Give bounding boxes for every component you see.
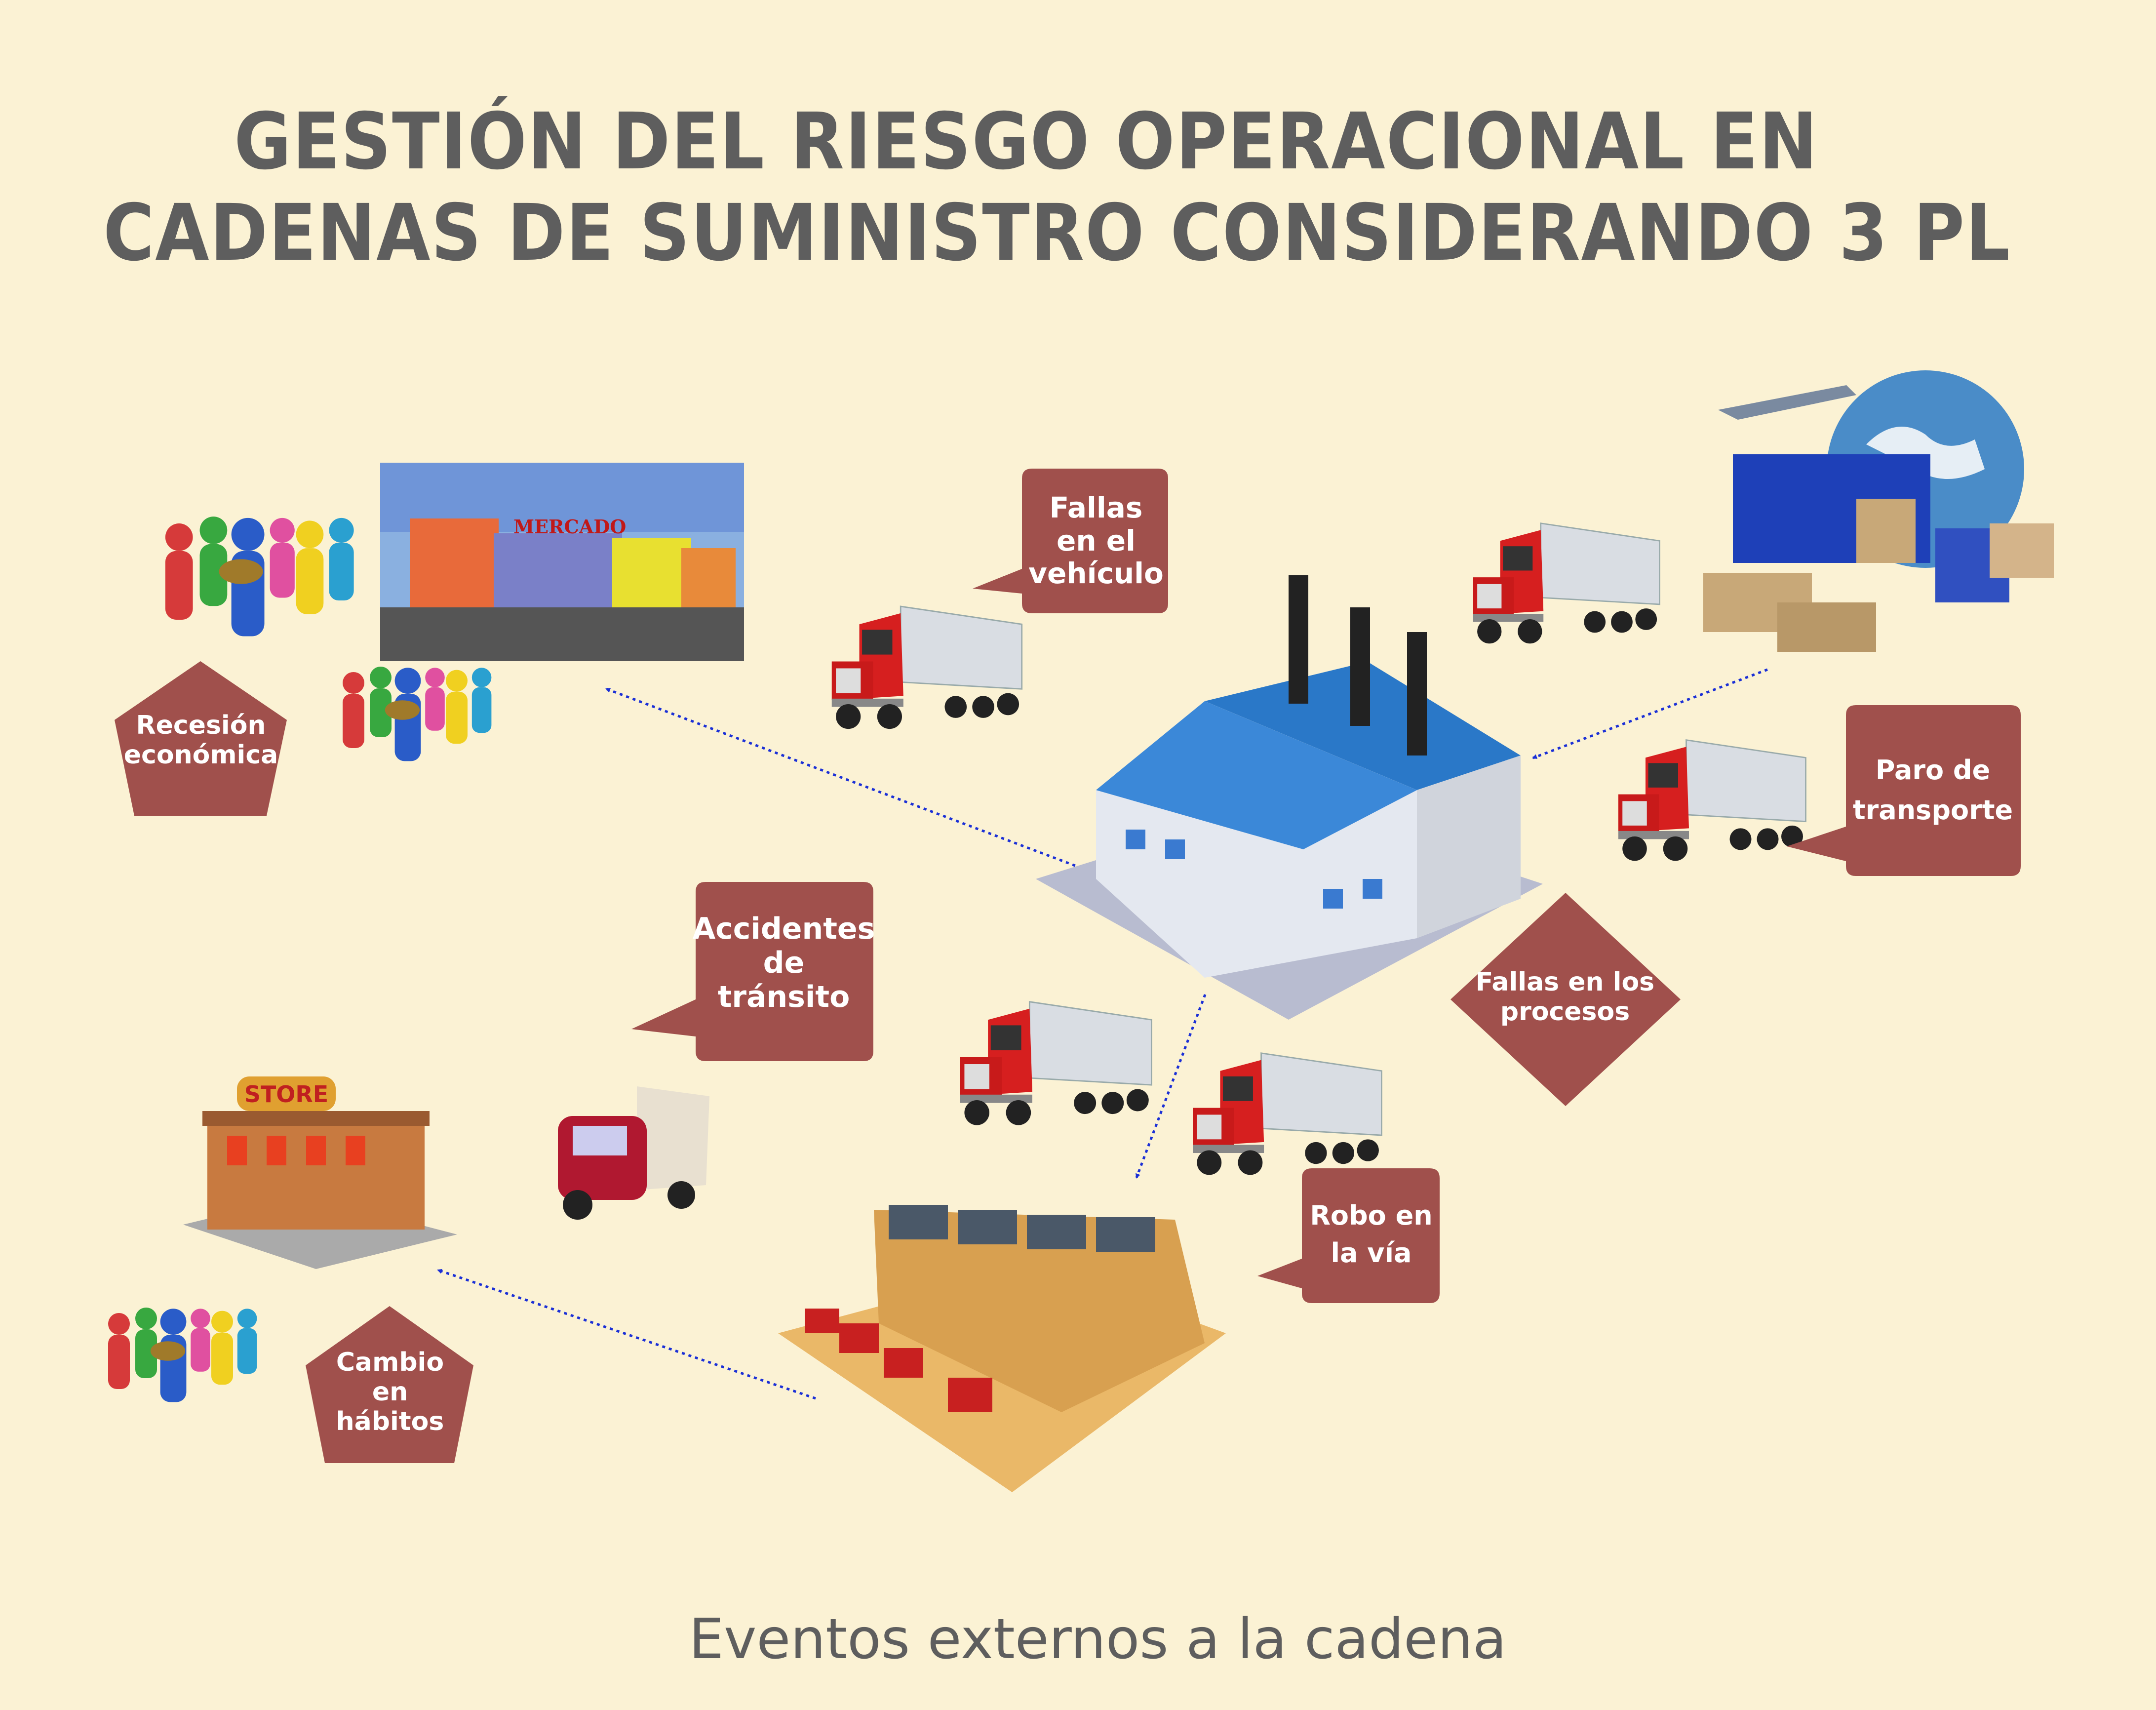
truck-icon	[1193, 1052, 1382, 1176]
mercado-image: MERCADO	[380, 463, 744, 661]
store-sign: STORE	[244, 1081, 328, 1108]
title-line-2: CADENAS DE SUMINISTRO CONSIDERANDO 3 PL	[103, 188, 2011, 278]
fallas-vehiculo-label: Fallas en el vehículo	[1028, 490, 1164, 591]
arrow-supplier-to-factory	[1532, 668, 1768, 759]
robo-callout	[1257, 1168, 1440, 1303]
paro-transporte-callout	[1787, 705, 2021, 876]
recesion-label: Recesión económica	[123, 711, 278, 770]
title-line-1: GESTIÓN DEL RIESGO OPERACIONAL EN	[234, 96, 1818, 187]
accidentes-callout	[631, 882, 873, 1061]
fallas-vehiculo-callout	[973, 469, 1168, 613]
fallas-procesos-diamond	[1450, 893, 1681, 1106]
fallas-procesos-label: Fallas en los procesos	[1475, 967, 1655, 1027]
truck-icon	[1472, 522, 1661, 644]
arrow-factory-to-mercado	[605, 687, 1089, 872]
recesion-pentagon	[115, 661, 287, 816]
store-image: STORE	[183, 1076, 457, 1269]
truck-icon	[831, 605, 1023, 730]
mercado-sign: MERCADO	[513, 516, 626, 538]
customers-group-3	[108, 1308, 257, 1402]
flow-arrows	[437, 668, 1768, 1400]
factory-image	[1036, 575, 1543, 1020]
cambio-habitos-pentagon	[306, 1306, 473, 1463]
arrow-warehouse-to-store	[437, 1269, 816, 1400]
paro-transporte-label: Paro de transporte	[1852, 755, 2013, 826]
logistics-globe-image	[1703, 370, 2054, 652]
warehouse-image	[778, 1205, 1226, 1492]
footer-caption: Eventos externos a la cadena	[689, 1607, 1507, 1671]
truck-icon	[960, 1001, 1152, 1126]
cambio-habitos-label: Cambio en hábitos	[336, 1348, 444, 1436]
accidentes-label: Accidentes de tránsito	[692, 911, 875, 1014]
customers-group-1	[165, 517, 354, 636]
truck-icon	[1618, 739, 1806, 862]
robo-label: Robo en la vía	[1310, 1200, 1433, 1269]
customers-group-2	[343, 667, 492, 761]
delivery-van-icon	[558, 1086, 709, 1220]
arrow-factory-to-warehouse	[1135, 994, 1207, 1179]
